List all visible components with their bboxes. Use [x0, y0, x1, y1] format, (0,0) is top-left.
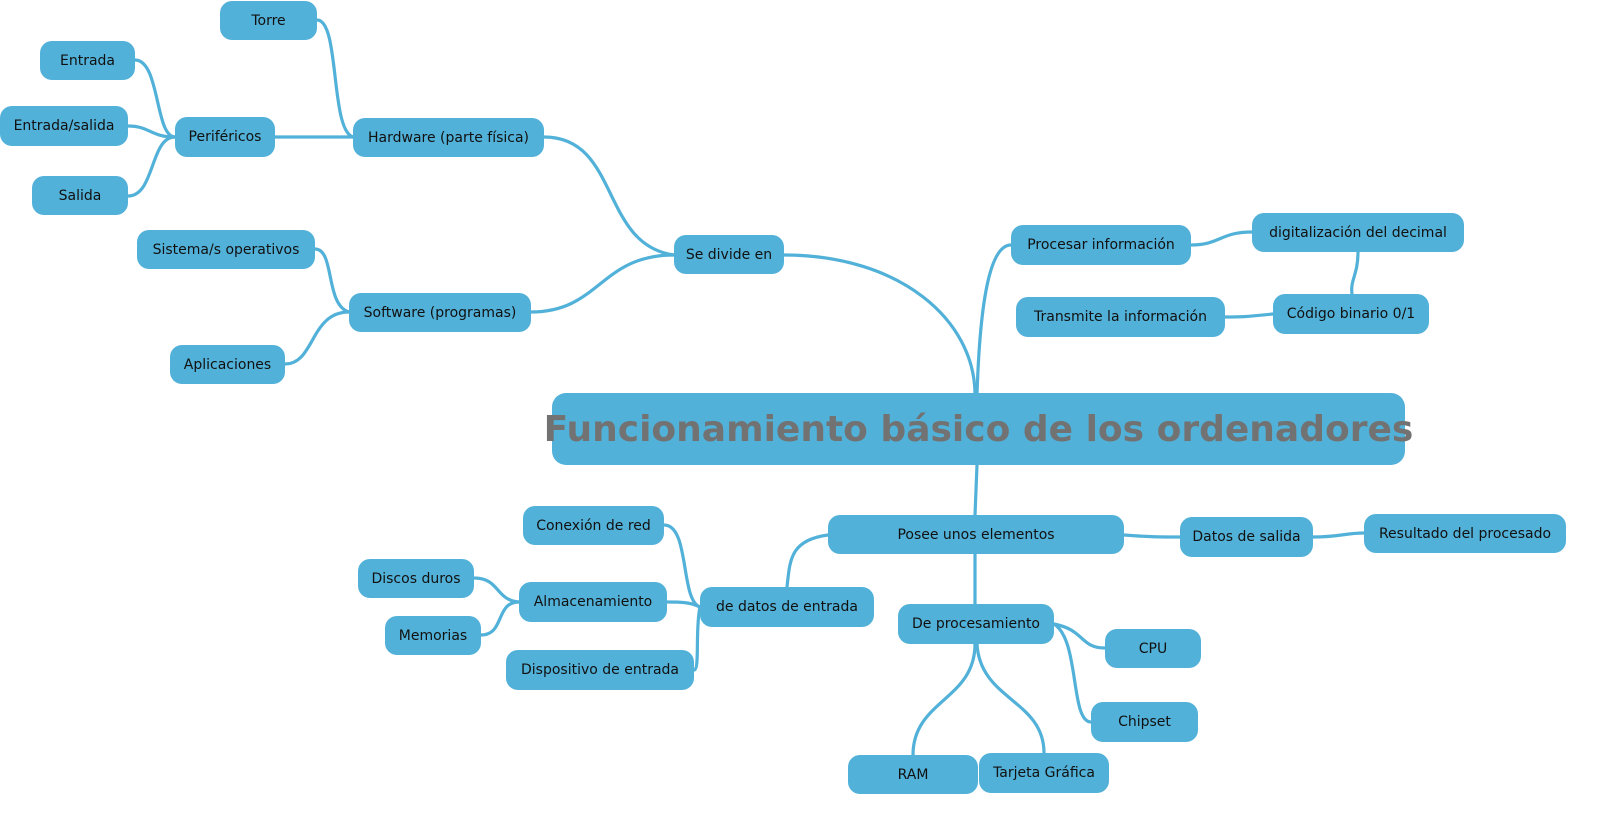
node-codigo-binario[interactable]: Código binario 0/1	[1273, 294, 1429, 334]
node-posee-elementos[interactable]: Posee unos elementos	[828, 515, 1124, 554]
link-datosentrada-conexion	[662, 523, 702, 609]
node-cpu[interactable]: CPU	[1105, 629, 1201, 668]
node-discos-duros[interactable]: Discos duros	[358, 559, 474, 598]
node-tarjeta-grafica[interactable]: Tarjeta Gráfica	[979, 753, 1109, 793]
link-procesamiento-ram	[911, 642, 977, 757]
link-procesamiento-cpu	[1052, 622, 1107, 650]
link-title-sedivide	[782, 253, 977, 397]
node-digitalizacion[interactable]: digitalización del decimal	[1252, 213, 1464, 252]
node-se-divide-en[interactable]: Se divide en	[674, 235, 784, 274]
link-almacenamiento-memorias	[479, 600, 521, 637]
node-memorias[interactable]: Memorias	[385, 616, 481, 655]
link-perifericos-entrada	[133, 58, 177, 139]
link-title-procesar	[975, 243, 1013, 397]
link-digitalizacion-codigo	[1350, 250, 1360, 296]
node-entrada[interactable]: Entrada	[40, 41, 135, 80]
link-software-sistemas	[313, 247, 351, 314]
node-conexion-red[interactable]: Conexión de red	[523, 506, 664, 545]
node-dispositivo-entrada[interactable]: Dispositivo de entrada	[506, 650, 694, 690]
node-ram[interactable]: RAM	[848, 755, 978, 794]
link-procesar-digitalizacion	[1189, 230, 1254, 247]
link-datosentrada-dispositivo	[692, 605, 702, 672]
link-posee-datosentrada	[785, 533, 830, 589]
link-software-aplicaciones	[283, 310, 351, 366]
link-sedivide-software	[529, 253, 676, 314]
link-almacenamiento-discos	[472, 576, 521, 604]
node-procesar-informacion[interactable]: Procesar información	[1011, 225, 1191, 265]
node-transmite[interactable]: Transmite la información	[1016, 297, 1225, 337]
link-posee-datossalida	[1122, 533, 1182, 539]
node-perifericos[interactable]: Periféricos	[175, 117, 275, 157]
link-title-posee	[973, 463, 979, 517]
link-datossalida-resultado	[1311, 531, 1366, 539]
node-chipset[interactable]: Chipset	[1091, 702, 1198, 742]
node-aplicaciones[interactable]: Aplicaciones	[170, 345, 285, 384]
node-resultado[interactable]: Resultado del procesado	[1364, 514, 1566, 553]
node-software[interactable]: Software (programas)	[349, 293, 531, 332]
node-torre[interactable]: Torre	[220, 1, 317, 40]
link-hardware-torre	[315, 18, 355, 139]
link-sedivide-hardware	[542, 135, 676, 257]
link-codigo-transmite	[1223, 312, 1275, 319]
node-datos-entrada[interactable]: de datos de entrada	[700, 587, 874, 627]
central-topic[interactable]: Funcionamiento básico de los ordenadores	[544, 393, 1413, 465]
link-procesamiento-tarjeta	[975, 642, 1046, 755]
node-almacenamiento[interactable]: Almacenamiento	[519, 582, 667, 622]
node-hardware[interactable]: Hardware (parte física)	[353, 118, 544, 157]
node-sistemas-operativos[interactable]: Sistema/s operativos	[137, 230, 315, 269]
node-entrada-salida[interactable]: Entrada/salida	[0, 106, 128, 146]
node-salida[interactable]: Salida	[32, 176, 128, 215]
link-perifericos-salida	[126, 135, 177, 198]
link-procesamiento-chipset	[1052, 622, 1093, 724]
link-datosentrada-almacenamiento	[665, 600, 702, 609]
node-procesamiento[interactable]: De procesamiento	[898, 604, 1054, 644]
node-datos-salida[interactable]: Datos de salida	[1180, 517, 1313, 557]
